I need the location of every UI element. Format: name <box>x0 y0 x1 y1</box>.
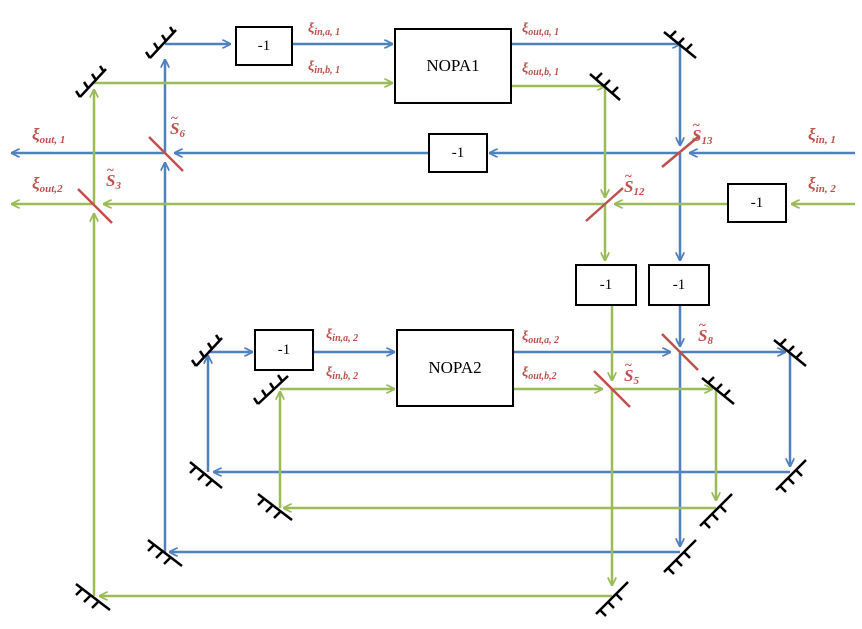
beam-splitter-s12 <box>585 187 624 222</box>
splitter-label-s5: S5 <box>624 358 639 387</box>
phase-shift-label: -1 <box>750 194 764 211</box>
mirror <box>144 26 177 59</box>
signal-label-xi-in-a-1: ξin,a, 1 <box>308 21 341 38</box>
mirror <box>701 376 735 405</box>
phase-shift-label: -1 <box>599 276 613 293</box>
phase-shift-label: -1 <box>451 144 465 161</box>
signal-label-xi-in-a-2: ξin,a, 2 <box>326 327 359 344</box>
signal-label-xi-out-2: ξout,2 <box>32 174 63 195</box>
phase-shift-box: -1 <box>235 26 293 66</box>
signal-label-xi-out-a-2: ξout,a, 2 <box>522 329 560 346</box>
phase-shift-box: -1 <box>428 133 488 173</box>
mirror <box>589 72 621 101</box>
mirror <box>252 374 289 405</box>
mirror <box>663 30 697 59</box>
signal-label-xi-in-1: ξin, 1 <box>808 125 836 146</box>
nopa1-label: NOPA1 <box>426 56 480 75</box>
signal-label-xi-out-a-1: ξout,a, 1 <box>522 21 560 38</box>
beam-splitter-s6 <box>148 136 184 172</box>
mirror <box>147 539 183 567</box>
splitter-label-s13: S13 <box>692 118 712 147</box>
nopa1-box: NOPA1 <box>394 28 512 104</box>
phase-shift-box: -1 <box>254 329 314 371</box>
splitter-label-s8: S8 <box>698 318 713 347</box>
phase-shift-label: -1 <box>672 276 686 293</box>
splitter-label-s6: S6 <box>170 111 185 140</box>
mirror <box>775 459 807 493</box>
signal-label-xi-in-b-2: ξin,b, 2 <box>326 365 359 382</box>
phase-shift-box: -1 <box>575 264 637 306</box>
beam-splitter-s8 <box>661 333 699 371</box>
beam-splitter-s3 <box>77 188 113 224</box>
phase-shift-label: -1 <box>277 341 291 358</box>
mirror <box>75 583 111 611</box>
mirror <box>773 338 807 367</box>
signal-label-xi-out-1: ξout, 1 <box>32 125 66 146</box>
nopa2-label: NOPA2 <box>428 358 482 377</box>
signal-label-xi-out-b-2: ξout,b,2 <box>522 365 557 382</box>
beam-splitter-s5 <box>593 370 631 408</box>
mirror <box>595 581 629 617</box>
mirror <box>74 65 107 98</box>
signal-label-xi-out-b-1: ξout,b, 1 <box>522 61 560 78</box>
mirror <box>663 539 697 575</box>
nopa2-box: NOPA2 <box>396 329 514 407</box>
mirror <box>190 334 223 367</box>
phase-shift-box: -1 <box>648 264 710 306</box>
splitter-label-s12: S12 <box>624 169 644 198</box>
phase-shift-box: -1 <box>727 183 787 223</box>
mirror <box>699 493 733 529</box>
mirror <box>257 493 293 521</box>
phase-shift-label: -1 <box>257 37 271 54</box>
signal-label-xi-in-b-1: ξin,b, 1 <box>308 59 341 76</box>
mirror <box>189 461 223 489</box>
splitter-label-s3: S3 <box>106 163 121 192</box>
signal-label-xi-in-2: ξin, 2 <box>808 174 836 195</box>
